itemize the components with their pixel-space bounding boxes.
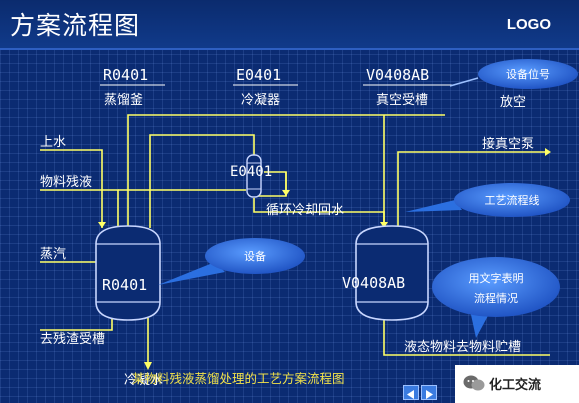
residue-out-line: [40, 318, 113, 331]
callout-equipment: 设备: [158, 238, 305, 285]
v0408-name: 真空受槽: [376, 93, 428, 108]
v0408-vessel: [355, 225, 429, 321]
diagram-caption: 某物料残液蒸馏处理的工艺方案流程图: [132, 371, 345, 386]
residue-out-label: 去残渣受槽: [40, 332, 105, 347]
callout-text-note: 用文字表明 流程情况: [432, 257, 560, 338]
callout-text-note-line1: 用文字表明: [469, 271, 524, 285]
water-in-line: [40, 149, 103, 228]
chevron-right-icon: [426, 390, 433, 399]
e0401-name: 冷凝器: [241, 92, 280, 108]
vapor-line-to-condenser: [149, 134, 255, 228]
v0408-body-label: V0408AB: [342, 274, 405, 292]
callout-process-line-text: 工艺流程线: [485, 193, 540, 207]
e0401-body-label: E0401: [230, 164, 272, 180]
wechat-icon: [463, 375, 485, 391]
r0401-name: 蒸馏釜: [104, 93, 143, 108]
chevron-left-icon: [407, 390, 414, 399]
residue-feed-label: 物料残液: [40, 175, 92, 190]
vent-label: 放空: [500, 95, 526, 110]
page-title: 方案流程图: [10, 11, 141, 40]
condensate-arrow: [144, 362, 152, 370]
condensate-label: 冷凝水: [124, 372, 163, 388]
e0401-tag: E0401: [236, 66, 281, 84]
r0401-tag: R0401: [103, 66, 148, 84]
callout-tag: 设备位号: [449, 59, 578, 89]
liquid-product-label: 液态物料去物料贮槽: [404, 340, 521, 355]
logo: LOGO: [506, 16, 551, 33]
callout-equipment-text: 设备: [244, 249, 266, 263]
r0401-vessel: [95, 225, 161, 321]
feed-line: [40, 189, 119, 228]
watermark-badge: 化工交流: [455, 365, 579, 403]
water-in-label: 上水: [40, 135, 66, 150]
vacuum-line: [397, 151, 545, 228]
nav-prev-button[interactable]: [403, 385, 419, 400]
watermark-text: 化工交流: [489, 378, 542, 393]
v0408-tag: V0408AB: [366, 66, 429, 84]
callout-text-note-line2: 流程情况: [474, 291, 518, 305]
vacuum-label: 接真空泵: [482, 136, 534, 152]
receiver-inlet-arrow: [380, 222, 388, 228]
callout-tag-text: 设备位号: [506, 67, 550, 81]
r0401-body-label: R0401: [102, 276, 147, 294]
water-arrow: [98, 222, 106, 228]
header-bar: 方案流程图 LOGO: [0, 0, 579, 50]
liquid-product-line: [383, 318, 550, 356]
vacuum-arrow: [545, 148, 551, 156]
steam-label: 蒸汽: [40, 247, 66, 262]
cooling-return-label: 循环冷却回水: [266, 203, 344, 218]
nav-next-button[interactable]: [421, 385, 437, 400]
e0401-condenser: [246, 154, 262, 198]
cooling-arrow: [282, 190, 290, 196]
callout-process-line: 工艺流程线: [405, 183, 570, 217]
